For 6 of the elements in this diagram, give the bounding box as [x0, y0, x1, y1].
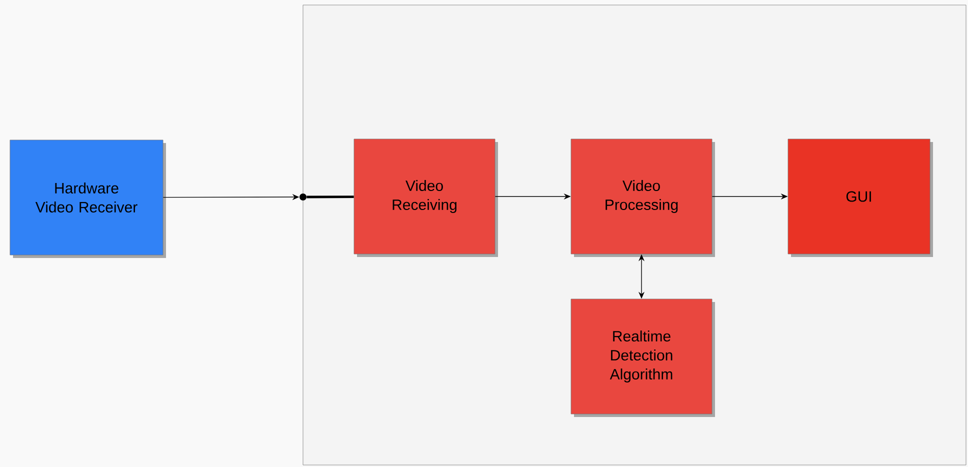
receiver-box: Hardware Video Receiver — [10, 140, 166, 258]
process-box: Video Receiving — [354, 138, 498, 257]
process-box: Video Processing — [570, 138, 715, 257]
process-box: Realtime Detection Algorithm — [570, 298, 715, 417]
process-box: GUI — [788, 138, 933, 257]
junction-dot — [300, 194, 306, 200]
